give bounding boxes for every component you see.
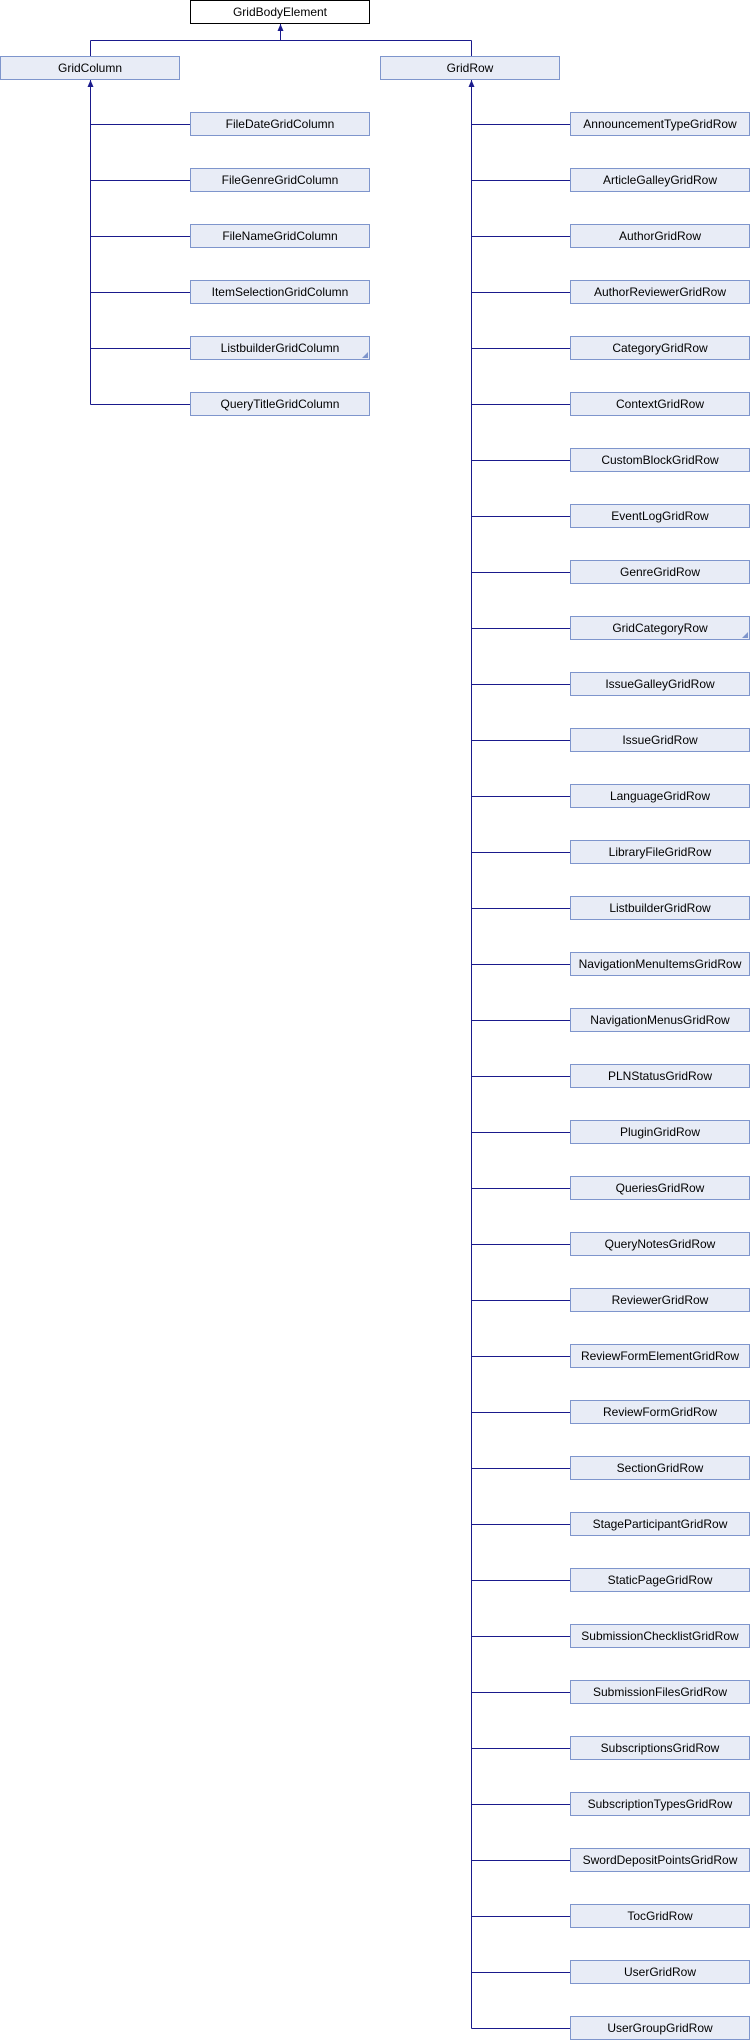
class-name: GenreGridRow <box>619 565 701 579</box>
class-name: ReviewFormGridRow <box>602 1405 718 1419</box>
class-name: FileGenreGridColumn <box>221 173 339 187</box>
class-name: ReviewFormElementGridRow <box>580 1349 740 1363</box>
grid-row-subclass-node[interactable]: QueriesGridRow <box>570 1176 750 1200</box>
class-name: ListbuilderGridRow <box>609 901 711 915</box>
class-name: AuthorGridRow <box>618 229 702 243</box>
grid-column-subclass-node[interactable]: ListbuilderGridColumn <box>190 336 370 360</box>
class-node-grid-column[interactable]: GridColumn <box>0 56 180 80</box>
class-name: FileDateGridColumn <box>225 117 335 131</box>
class-name: LibraryFileGridRow <box>608 845 712 859</box>
class-name: QueryNotesGridRow <box>604 1237 716 1251</box>
grid-row-subclass-node[interactable]: TocGridRow <box>570 1904 750 1928</box>
class-name: SectionGridRow <box>616 1461 704 1475</box>
grid-row-subclass-node[interactable]: StageParticipantGridRow <box>570 1512 750 1536</box>
inheritance-arrow-icon <box>468 80 475 87</box>
class-name: UserGridRow <box>623 1965 696 1979</box>
class-name: SwordDepositPointsGridRow <box>582 1853 738 1867</box>
grid-row-subclass-node[interactable]: ReviewFormGridRow <box>570 1400 750 1424</box>
class-name: ItemSelectionGridColumn <box>211 285 349 299</box>
grid-row-subclass-node[interactable]: AuthorReviewerGridRow <box>570 280 750 304</box>
class-name: CustomBlockGridRow <box>601 453 719 467</box>
class-name: GridCategoryRow <box>612 621 708 635</box>
class-name: ArticleGalleyGridRow <box>602 173 718 187</box>
grid-row-subclass-node[interactable]: EventLogGridRow <box>570 504 750 528</box>
class-name: QueriesGridRow <box>615 1181 705 1195</box>
grid-row-subclass-node[interactable]: SwordDepositPointsGridRow <box>570 1848 750 1872</box>
grid-row-subclass-node[interactable]: ListbuilderGridRow <box>570 896 750 920</box>
class-name: ReviewerGridRow <box>611 1293 709 1307</box>
class-name: EventLogGridRow <box>611 509 709 523</box>
grid-row-subclass-node[interactable]: IssueGalleyGridRow <box>570 672 750 696</box>
grid-row-subclass-node[interactable]: ReviewerGridRow <box>570 1288 750 1312</box>
class-name: SubscriptionTypesGridRow <box>587 1797 733 1811</box>
grid-row-subclass-node[interactable]: UserGridRow <box>570 1960 750 1984</box>
grid-row-subclass-node[interactable]: GridCategoryRow <box>570 616 750 640</box>
class-name: IssueGridRow <box>622 733 698 747</box>
grid-row-subclass-node[interactable]: ArticleGalleyGridRow <box>570 168 750 192</box>
class-node-grid-row[interactable]: GridRow <box>380 56 560 80</box>
class-name: SubmissionChecklistGridRow <box>581 1629 739 1643</box>
grid-row-subclass-node[interactable]: SubmissionChecklistGridRow <box>570 1624 750 1648</box>
grid-row-subclass-node[interactable]: AnnouncementTypeGridRow <box>570 112 750 136</box>
class-name: LanguageGridRow <box>609 789 711 803</box>
class-name: IssueGalleyGridRow <box>605 677 715 691</box>
class-name: StageParticipantGridRow <box>592 1517 728 1531</box>
grid-column-subclass-node[interactable]: FileDateGridColumn <box>190 112 370 136</box>
grid-row-subclass-node[interactable]: LibraryFileGridRow <box>570 840 750 864</box>
grid-column-subclass-node[interactable]: FileGenreGridColumn <box>190 168 370 192</box>
class-name: UserGroupGridRow <box>607 2021 713 2035</box>
grid-row-subclass-node[interactable]: IssueGridRow <box>570 728 750 752</box>
class-node-root: GridBodyElement <box>190 0 370 24</box>
grid-column-subclass-node[interactable]: QueryTitleGridColumn <box>190 392 370 416</box>
class-name: ContextGridRow <box>615 397 705 411</box>
grid-row-subclass-node[interactable]: SubscriptionsGridRow <box>570 1736 750 1760</box>
grid-row-subclass-node[interactable]: GenreGridRow <box>570 560 750 584</box>
grid-column-subclass-node[interactable]: FileNameGridColumn <box>190 224 370 248</box>
grid-row-subclass-node[interactable]: ReviewFormElementGridRow <box>570 1344 750 1368</box>
grid-row-subclass-node[interactable]: PluginGridRow <box>570 1120 750 1144</box>
grid-row-subclass-node[interactable]: NavigationMenuItemsGridRow <box>570 952 750 976</box>
grid-row-subclass-node[interactable]: PLNStatusGridRow <box>570 1064 750 1088</box>
inheritance-arrow-icon <box>87 80 94 87</box>
more-subclasses-icon <box>742 632 748 638</box>
class-name: CategoryGridRow <box>612 341 708 355</box>
class-name: AnnouncementTypeGridRow <box>583 117 737 131</box>
grid-row-subclass-node[interactable]: ContextGridRow <box>570 392 750 416</box>
grid-row-subclass-node[interactable]: CategoryGridRow <box>570 336 750 360</box>
grid-row-subclass-node[interactable]: UserGroupGridRow <box>570 2016 750 2040</box>
grid-row-subclass-node[interactable]: CustomBlockGridRow <box>570 448 750 472</box>
class-name: FileNameGridColumn <box>222 229 338 243</box>
class-name: AuthorReviewerGridRow <box>593 285 727 299</box>
grid-row-subclass-node[interactable]: AuthorGridRow <box>570 224 750 248</box>
grid-row-subclass-node[interactable]: LanguageGridRow <box>570 784 750 808</box>
class-name: StaticPageGridRow <box>607 1573 713 1587</box>
grid-row-subclass-node[interactable]: StaticPageGridRow <box>570 1568 750 1592</box>
class-name: PluginGridRow <box>619 1125 701 1139</box>
grid-row-subclass-node[interactable]: SectionGridRow <box>570 1456 750 1480</box>
grid-column-subclass-node[interactable]: ItemSelectionGridColumn <box>190 280 370 304</box>
class-name: PLNStatusGridRow <box>607 1069 713 1083</box>
inheritance-arrow-icon <box>277 24 284 31</box>
class-name: ListbuilderGridColumn <box>220 341 340 355</box>
class-name: TocGridRow <box>627 1909 693 1923</box>
class-name: SubscriptionsGridRow <box>600 1741 720 1755</box>
grid-row-subclass-node[interactable]: SubscriptionTypesGridRow <box>570 1792 750 1816</box>
class-name: QueryTitleGridColumn <box>220 397 340 411</box>
class-name: NavigationMenusGridRow <box>590 1013 730 1027</box>
grid-row-subclass-node[interactable]: NavigationMenusGridRow <box>570 1008 750 1032</box>
class-name: NavigationMenuItemsGridRow <box>578 957 742 971</box>
grid-row-subclass-node[interactable]: QueryNotesGridRow <box>570 1232 750 1256</box>
more-subclasses-icon <box>362 352 368 358</box>
class-name: SubmissionFilesGridRow <box>592 1685 728 1699</box>
grid-row-subclass-node[interactable]: SubmissionFilesGridRow <box>570 1680 750 1704</box>
